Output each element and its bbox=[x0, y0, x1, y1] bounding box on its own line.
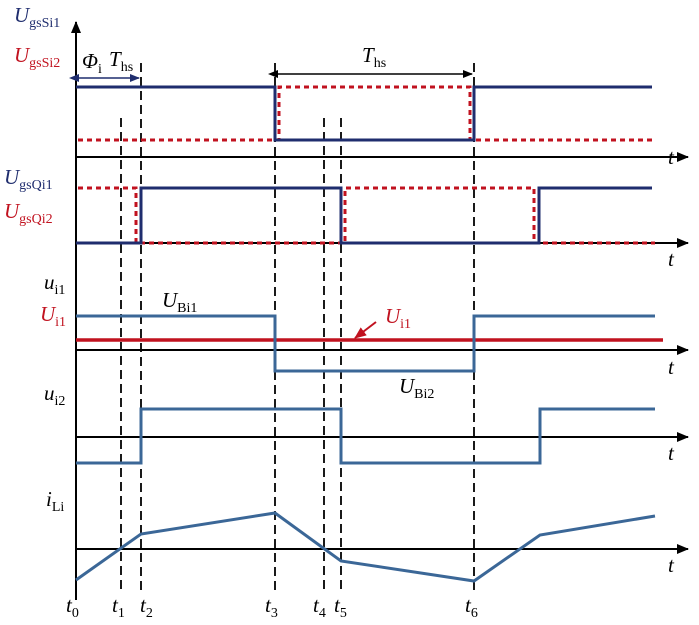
time-label-t3: t3 bbox=[265, 593, 278, 621]
label-phi: Φi bbox=[82, 49, 102, 77]
label-ths-top: Ths bbox=[362, 43, 386, 71]
waveform-ugs-qi1 bbox=[76, 186, 652, 245]
waveform-ili bbox=[75, 511, 656, 583]
time-label-t6: t6 bbox=[465, 593, 478, 621]
label-ubi1: UBi1 bbox=[162, 288, 197, 316]
waveform-ui2 bbox=[76, 407, 655, 465]
label-ili: iLi bbox=[46, 487, 64, 515]
waveform-ugs-si2 bbox=[78, 85, 655, 142]
t-label-axis-2: t bbox=[668, 247, 675, 271]
label-ugs-si2: UgsSi2 bbox=[14, 43, 60, 71]
t-label-axis-5: t bbox=[668, 553, 675, 577]
t-label-axis-3: t bbox=[668, 355, 675, 379]
t-label-axis-1: t bbox=[668, 145, 675, 169]
time-label-t0: t0 bbox=[66, 593, 79, 621]
time-label-t5: t5 bbox=[334, 593, 347, 621]
label-ubi2: UBi2 bbox=[399, 374, 434, 402]
label-ui1-arrow: Ui1 bbox=[385, 304, 411, 332]
waveform-ugs-qi2 bbox=[78, 186, 655, 245]
label-ui1-level: Ui1 bbox=[40, 302, 66, 330]
label-ugs-si1: UgsSi1 bbox=[14, 3, 60, 31]
label-ugs-qi2: UgsQi2 bbox=[4, 199, 53, 227]
ui1-annotation-arrow bbox=[354, 321, 377, 339]
label-ths-left: Ths bbox=[109, 47, 133, 75]
label-ui1-axis: ui1 bbox=[44, 270, 65, 298]
label-ugs-qi1: UgsQi1 bbox=[4, 165, 53, 193]
time-label-t2: t2 bbox=[140, 593, 153, 621]
label-ui2-axis: ui2 bbox=[44, 381, 65, 409]
time-label-t4: t4 bbox=[313, 593, 326, 621]
waveform-ugs-si1 bbox=[76, 85, 652, 142]
waveform-ui1 bbox=[76, 314, 655, 373]
time-label-t1: t1 bbox=[112, 593, 125, 621]
t-label-axis-4: t bbox=[668, 441, 675, 465]
